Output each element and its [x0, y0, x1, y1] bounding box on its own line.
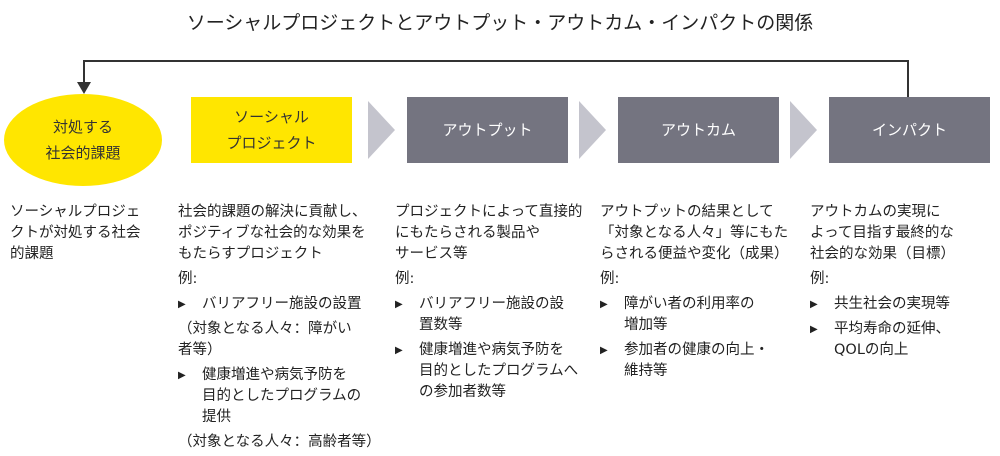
chevron-right-icon [579, 101, 606, 159]
diagram-title: ソーシャルプロジェクトとアウトプット・アウトカム・インパクトの関係 [186, 12, 814, 34]
example-item: ▶ 共生社会の実現等 [810, 294, 955, 315]
description-line: ポジティブな社会的な効果を [178, 225, 366, 241]
bullet-triangle-icon: ▶ [178, 299, 186, 310]
description-line: アウトカムの実現に [810, 204, 941, 220]
description-social-project: 社会的課題の解決に貢献し、ポジティブな社会的な効果をもたらすプロジェクト例: ▶ バ… [178, 202, 381, 453]
stage-social-project: ソーシャルプロジェクト [191, 97, 352, 163]
example-text: 目的としたプログラムへ [419, 363, 579, 379]
chevron-right-icon [790, 101, 817, 159]
example-text: 目的としたプログラムの [202, 388, 362, 404]
description-line: 社会的課題の解決に貢献し、 [178, 204, 367, 220]
example-text: 増加等 [624, 317, 668, 333]
description-line: らされる便益や変化（成果） [600, 246, 789, 262]
example-text: の参加者数等 [419, 384, 506, 400]
description-impact: アウトカムの実現によって目指す最終的な社会的な効果（目標） 例: ▶ 共生社会の実現等… [810, 202, 955, 361]
description-social-issue: ソーシャルプロジェクトが対処する社会的課題 [10, 202, 141, 265]
description-line: 社会的な効果（目標） [810, 246, 955, 262]
description-line: 「対象となる人々」等にもた [600, 225, 789, 241]
example-item: ▶ 参加者の健康の向上・維持等 [600, 340, 789, 382]
stage-impact: インパクト [829, 97, 990, 163]
example-text: バリアフリー施設の設置 [202, 296, 362, 312]
bullet-triangle-icon: ▶ [810, 324, 818, 335]
stage-output: アウトプット [407, 97, 568, 163]
target-note: （対象となる人々：高齢者等） [178, 434, 381, 450]
stage-social-issue: 対処する社会的課題 [4, 94, 162, 186]
example-item: ▶ 健康増進や病気予防を目的としたプログラムの提供 [178, 365, 381, 428]
description-line: アウトプットの結果として [600, 204, 774, 220]
example-text: バリアフリー施設の設 [419, 296, 564, 312]
example-label: 例: [178, 271, 198, 287]
example-text: 置数等 [419, 317, 463, 333]
stage-outcome: アウトカム [618, 97, 779, 163]
example-item: ▶ 平均寿命の延伸、 QOLの向上 [810, 319, 955, 361]
target-note: （対象となる人々：障がい者等） [178, 321, 352, 358]
example-text: 提供 [202, 409, 231, 425]
bullet-triangle-icon: ▶ [178, 370, 186, 381]
example-text: 健康増進や病気予防を [419, 342, 564, 358]
example-text: QOLの向上 [834, 342, 909, 358]
example-label: 例: [600, 271, 620, 287]
bullet-triangle-icon: ▶ [395, 299, 403, 310]
example-text: 維持等 [624, 363, 668, 379]
bullet-triangle-icon: ▶ [600, 299, 608, 310]
chevron-right-icon [368, 101, 395, 159]
description-line: プロジェクトによって直接的 [395, 204, 583, 220]
description-line: もたらすプロジェクト [178, 246, 323, 262]
description-line: ソーシャルプロジェ [10, 204, 141, 220]
description-output: プロジェクトによって直接的にもたらされる製品やサービス等例: ▶ バリアフリー施設の… [395, 202, 582, 403]
description-line: クトが対処する社会 [10, 225, 141, 241]
bullet-triangle-icon: ▶ [810, 299, 818, 310]
example-item: ▶ 障がい者の利用率の増加等 [600, 294, 789, 336]
example-label: 例: [810, 271, 830, 287]
example-text: 参加者の健康の向上・ [624, 342, 769, 358]
example-text: 共生社会の実現等 [834, 296, 950, 312]
bullet-triangle-icon: ▶ [395, 345, 403, 356]
example-item: ▶ バリアフリー施設の設置 [178, 294, 381, 315]
example-label: 例: [395, 271, 415, 287]
example-text: 平均寿命の延伸、 [834, 321, 950, 337]
description-line: よって目指す最終的な [810, 225, 954, 241]
description-line: 的課題 [10, 246, 54, 262]
description-outcome: アウトプットの結果として「対象となる人々」等にもたらされる便益や変化（成果） 例:… [600, 202, 789, 382]
example-item: ▶ バリアフリー施設の設置数等 [395, 294, 582, 336]
feedback-arrow [77, 60, 909, 97]
arrowhead-icon [77, 82, 91, 94]
example-text: 健康増進や病気予防を [202, 367, 347, 383]
example-item: ▶ 健康増進や病気予防を目的としたプログラムへの参加者数等 [395, 340, 582, 403]
description-line: にもたらされる製品や [395, 225, 540, 241]
bullet-triangle-icon: ▶ [600, 345, 608, 356]
description-line: サービス等 [395, 246, 468, 262]
example-text: 障がい者の利用率の [624, 296, 755, 312]
